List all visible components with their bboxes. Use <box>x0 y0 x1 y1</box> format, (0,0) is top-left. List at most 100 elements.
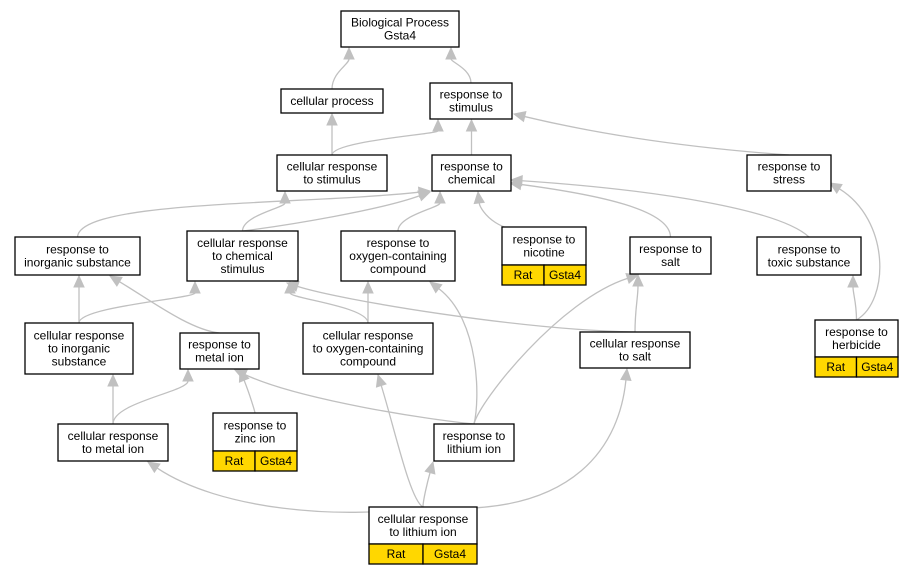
term-node-cellular-process[interactable]: cellular process <box>280 88 384 114</box>
term-box <box>579 331 691 369</box>
term-label-line: Biological Process <box>351 16 449 30</box>
term-label-line: response to <box>440 88 503 102</box>
term-label-line: stress <box>773 173 805 187</box>
term-label-line: chemical <box>448 173 495 187</box>
edge-cellular-response-to-metal-ion-to-response-to-metal-ion-arrowhead <box>182 368 194 382</box>
edge-cellular-response-to-salt-to-response-to-salt <box>634 285 639 333</box>
term-label-line: cellular response <box>34 329 125 343</box>
term-box <box>340 230 456 282</box>
term-box <box>280 88 384 114</box>
term-label-line: cellular process <box>290 94 373 108</box>
gene-label: Gsta4 <box>260 454 292 468</box>
edge-cellular-response-to-inorganic-substance-to-response-to-inorganic-substance-arrowhead <box>73 274 85 288</box>
edge-response-to-zinc-ion-to-response-to-metal-ion <box>243 379 256 414</box>
edge-response-to-herbicide-to-response-to-stress <box>839 188 881 321</box>
term-label-line: cellular response <box>287 160 378 174</box>
term-label-line: response to <box>224 419 287 433</box>
gene-cell <box>254 450 298 472</box>
edge-cellular-response-to-oxygen-containing-compound-to-response-to-oxygen-containing-compound-arrowhead <box>362 280 374 294</box>
edge-response-to-lithium-ion-to-response-to-salt <box>473 277 628 425</box>
term-label-line: to chemical <box>212 249 273 263</box>
term-box <box>501 226 587 266</box>
edge-response-to-stimulus-to-root-arrowhead <box>445 46 457 60</box>
edge-cellular-response-to-lithium-ion-to-cellular-response-to-metal-ion <box>156 467 424 513</box>
term-label-line: response to <box>513 233 576 247</box>
term-label-line: nicotine <box>523 246 565 260</box>
term-label-line: to metal ion <box>82 442 144 456</box>
term-box <box>433 423 515 462</box>
term-label-line: metal ion <box>195 351 244 365</box>
term-box <box>756 236 862 276</box>
edge-response-to-nicotine-to-response-to-chemical <box>478 202 545 231</box>
gene-label: Gsta4 <box>434 547 466 561</box>
term-box <box>14 236 141 276</box>
edge-cellular-response-to-lithium-ion-to-cellular-response-to-metal-ion-arrowhead <box>146 461 161 474</box>
term-label-line: response to <box>440 160 503 174</box>
edge-response-to-inorganic-substance-to-response-to-chemical <box>76 191 420 238</box>
term-label-line: to oxygen-containing <box>313 342 424 356</box>
term-box <box>429 82 513 120</box>
term-label-line: to stimulus <box>303 173 360 187</box>
term-label-line: cellular response <box>68 429 159 443</box>
edge-layer <box>73 46 881 513</box>
term-label-line: response to <box>758 160 821 174</box>
edge-response-to-toxic-substance-to-response-to-chemical <box>521 180 810 238</box>
edge-cellular-response-to-chemical-stimulus-to-response-to-chemical-arrowhead <box>417 190 432 202</box>
species-label: Rat <box>514 268 533 282</box>
edge-cellular-process-to-root <box>331 58 350 90</box>
edge-cellular-response-to-chemical-stimulus-to-response-to-chemical <box>242 195 420 232</box>
term-label-line: response to <box>443 429 506 443</box>
term-label-line: lithium ion <box>447 442 501 456</box>
term-label-line: herbicide <box>832 338 881 352</box>
term-label-line: inorganic substance <box>24 256 131 270</box>
term-label-line: Gsta4 <box>384 29 416 43</box>
edge-response-to-stress-to-response-to-stimulus <box>524 115 790 156</box>
edge-response-to-salt-to-response-to-chemical <box>520 183 672 238</box>
edge-cellular-response-to-lithium-ion-to-response-to-lithium-ion <box>422 472 431 508</box>
term-label-line: stimulus <box>220 262 264 276</box>
term-label-line: oxygen-containing <box>349 249 446 263</box>
edge-cellular-response-to-metal-ion-to-cellular-response-to-inorganic-substance-arrowhead <box>107 373 119 387</box>
edge-response-to-stress-to-response-to-stimulus-arrowhead <box>512 111 527 123</box>
edge-cellular-response-to-chemical-stimulus-to-cellular-response-to-stimulus <box>241 202 286 232</box>
edge-response-to-chemical-to-response-to-stimulus-arrowhead <box>465 118 478 132</box>
term-label-line: response to <box>367 236 430 250</box>
term-label-line: to lithium ion <box>389 525 456 539</box>
edge-response-to-oxygen-containing-compound-to-response-to-chemical <box>397 202 441 232</box>
edge-cellular-response-to-salt-to-cellular-response-to-chemical-stimulus <box>297 285 636 333</box>
edge-cellular-response-to-stimulus-to-response-to-stimulus-arrowhead <box>432 118 444 132</box>
term-label-line: response to <box>639 242 702 256</box>
gene-cell <box>543 264 587 286</box>
edge-response-to-stimulus-to-root <box>450 58 472 84</box>
term-label-line: zinc ion <box>235 432 276 446</box>
term-label-line: compound <box>370 262 426 276</box>
term-label-line: to inorganic <box>48 342 110 356</box>
term-box <box>57 423 169 462</box>
term-label-line: response to <box>825 325 888 339</box>
term-label-line: cellular response <box>378 512 469 526</box>
edge-cellular-response-to-lithium-ion-to-cellular-response-to-oxygen-containing-compound-arrowhead <box>375 373 387 388</box>
species-label: Rat <box>225 454 244 468</box>
